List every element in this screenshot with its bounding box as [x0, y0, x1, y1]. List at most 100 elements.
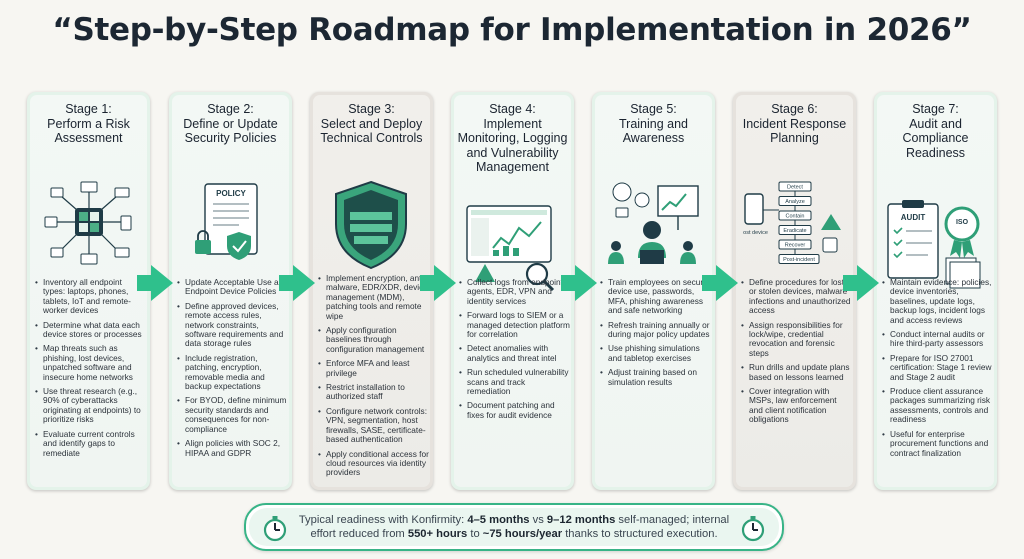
stage-bullet-list: Maintain evidence: policies, device inve…	[882, 277, 993, 463]
list-item: Refresh training annually or during majo…	[600, 320, 711, 340]
footer-text: Typical readiness with Konfirmity: 4–5 m…	[292, 513, 736, 541]
list-item: Implement encryption, anti-malware, EDR/…	[318, 273, 429, 321]
list-item: Train employees on secure device use, pa…	[600, 277, 711, 316]
arrow-icon	[420, 265, 456, 301]
stage-bullet-list: Implement encryption, anti-malware, EDR/…	[318, 273, 429, 483]
device-network-icon	[37, 180, 140, 330]
stage-title-line: Stage 4:	[489, 102, 536, 116]
list-item: Map threats such as phishing, lost devic…	[35, 344, 146, 382]
arrow-icon	[561, 265, 597, 301]
page-title: “Step-by-Step Roadmap for Implementation…	[52, 12, 972, 48]
list-item: Define approved devices, remote access r…	[177, 301, 288, 349]
svg-text:Post-incident: Post-incident	[783, 257, 815, 263]
stage-title-line: Stage 5:	[630, 102, 677, 116]
training-icon	[602, 180, 705, 330]
stage-title-line: Stage 3:	[348, 102, 395, 116]
list-item: Configure network controls: VPN, segment…	[318, 406, 429, 445]
list-item: Maintain evidence: policies, device inve…	[882, 277, 993, 325]
stage-title-line: and Vulnerability	[466, 145, 559, 160]
footer-text-part: to	[467, 528, 483, 540]
list-item: Run scheduled vulnerability scans and tr…	[459, 368, 570, 396]
arrow-icon	[702, 265, 738, 301]
list-item: Collect logs from endpoint agents, EDR, …	[459, 277, 570, 306]
stage-title-line: Planning	[770, 131, 819, 145]
arrow-icon	[843, 265, 879, 301]
list-item: Detect anomalies with analytics and thre…	[459, 344, 570, 363]
stopwatch-icon	[263, 516, 287, 542]
list-item: Inventory all endpoint types: laptops, p…	[35, 277, 146, 316]
list-item: Enforce MFA and least privilege	[318, 359, 429, 378]
svg-text:Contain: Contain	[786, 214, 805, 220]
stage-title-line: Stage 6:	[771, 102, 818, 116]
stage-title-line: Stage 2:	[207, 102, 254, 116]
list-item: Update Acceptable Use and Endpoint Devic…	[177, 277, 288, 297]
stage-title-line: Perform a Risk	[47, 116, 130, 131]
footer-text-part: thanks to structured execution.	[562, 528, 718, 540]
stage-title-line: Assessment	[54, 131, 123, 145]
list-item: Cover integration with MSPs, law enforce…	[741, 386, 852, 425]
footer-text-part: Typical readiness with Konfirmity:	[298, 514, 468, 526]
stage-title-line: Training and	[618, 116, 689, 131]
svg-text:POLICY: POLICY	[216, 189, 246, 198]
list-item: Define procedures for lost or stolen dev…	[741, 277, 852, 316]
arrow-icon	[279, 265, 315, 301]
footer-highlight: 4–5 months	[467, 514, 530, 526]
list-item: Prepare for ISO 27001 certification: Sta…	[882, 353, 993, 382]
svg-text:Detect: Detect	[787, 185, 803, 191]
stage-title-line: Implement	[483, 116, 542, 131]
flowchart-icon: Lost device Detect Analyze Contain Eradi…	[743, 180, 846, 330]
list-item: Include registration, patching, encrypti…	[177, 353, 288, 392]
shield-icon	[320, 180, 423, 330]
stage-title-line: Define or Update	[183, 116, 278, 131]
list-item: For BYOD, define minimum security standa…	[177, 396, 288, 434]
stage-title-line: Stage 7:	[912, 102, 959, 116]
list-item: Adjust training based on simulation resu…	[600, 368, 711, 387]
arrow-icon	[137, 265, 173, 301]
footer-highlight: 9–12 months	[546, 514, 616, 526]
stage-title-line: Audit and	[909, 116, 962, 131]
stage-bullet-list: Update Acceptable Use and Endpoint Devic…	[177, 277, 288, 463]
list-item: Assign responsibilities for lock/wipe, c…	[741, 320, 852, 359]
stage-title-line: Management	[476, 160, 549, 174]
stage-title-line: Technical Controls	[320, 131, 423, 145]
stage-title-line: Compliance	[902, 131, 969, 145]
list-item: Evaluate current controls and identify g…	[35, 429, 146, 458]
list-item: Produce client assurance packages summar…	[882, 386, 993, 425]
svg-text:AUDIT: AUDIT	[901, 213, 926, 222]
svg-text:Eradicate: Eradicate	[783, 228, 806, 234]
stage-title-line: Awareness	[622, 131, 685, 145]
stage-bullet-list: Inventory all endpoint types: laptops, p…	[35, 277, 146, 463]
list-item: Restrict installation to authorized staf…	[318, 382, 429, 402]
list-item: Run drills and update plans based on les…	[741, 363, 852, 382]
stage-title-line: Security Policies	[184, 131, 277, 145]
list-item: Use phishing simulations and tabletop ex…	[600, 344, 711, 363]
svg-text:Recover: Recover	[785, 243, 806, 249]
list-item: Useful for enterprise procurement functi…	[882, 429, 993, 458]
list-item: Apply configuration baselines through co…	[318, 325, 429, 354]
footer-highlight: ~75 hours/year	[482, 528, 563, 540]
policy-document-icon: POLICY	[179, 180, 282, 330]
stage-bullet-list: Collect logs from endpoint agents, EDR, …	[459, 277, 570, 425]
svg-text:ISO: ISO	[956, 219, 969, 226]
stage-title-line: Incident Response	[742, 116, 847, 131]
list-item: Apply conditional access for cloud resou…	[318, 449, 429, 478]
footer-text-part: vs	[529, 514, 547, 526]
stage-title-line: Monitoring, Logging	[457, 131, 568, 145]
footer-banner: Typical readiness with Konfirmity: 4–5 m…	[244, 503, 784, 551]
footer-highlight: 550+ hours	[407, 528, 468, 540]
list-item: Forward logs to SIEM or a managed detect…	[459, 310, 570, 339]
